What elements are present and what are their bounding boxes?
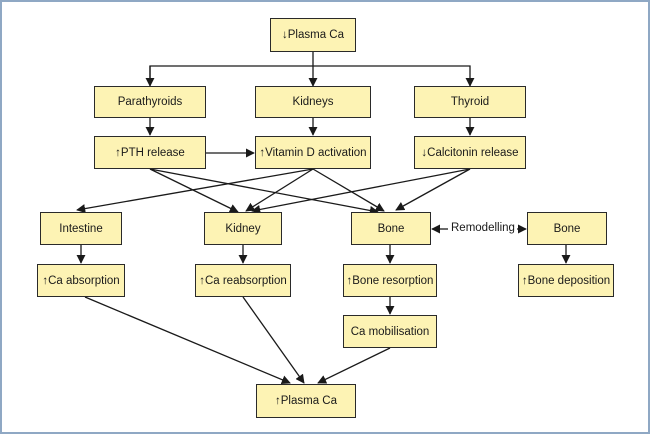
node-kidneys: Kidneys: [255, 86, 371, 118]
node-vitamin-d-activation: ↑Vitamin D activation: [255, 136, 371, 169]
arrow-branch-to-parathyroids: [149, 65, 475, 87]
node-bone-deposition: ↑Bone deposition: [518, 264, 614, 297]
arrow-absorption-to-plasma: [84, 296, 291, 385]
arrow-calcitonin-to-bone: [395, 168, 471, 211]
node-ca-reabsorption: ↑Ca reabsorption: [195, 264, 291, 297]
node-plasma-ca-decrease: ↓Plasma Ca: [270, 18, 356, 52]
arrow-calcitonin-to-kidney: [251, 168, 471, 214]
arrow-pth-to-bone: [149, 168, 379, 215]
node-ca-mobilisation: Ca mobilisation: [343, 315, 437, 348]
arrow-vitd-to-intestine: [76, 168, 314, 214]
node-kidney: Kidney: [204, 212, 282, 245]
node-bone-right: Bone: [527, 212, 607, 245]
node-ca-absorption: ↑Ca absorption: [37, 264, 125, 297]
node-pth-release: ↑PTH release: [94, 136, 206, 169]
arrow-reabsorption-to-plasma: [242, 296, 305, 384]
arrow-vitd-to-bone: [312, 168, 385, 212]
node-plasma-ca-increase: ↑Plasma Ca: [256, 384, 356, 418]
arrow-mobilisation-to-plasma: [317, 347, 391, 384]
remodelling-label: Remodelling: [449, 222, 517, 234]
arrow-vitd-to-kidney: [245, 168, 314, 212]
arrow-pth-to-kidney: [149, 168, 239, 213]
node-bone: Bone: [351, 212, 431, 245]
node-bone-resorption: ↑Bone resorption: [343, 264, 437, 297]
node-intestine: Intestine: [40, 212, 122, 245]
node-parathyroids: Parathyroids: [94, 86, 206, 118]
node-thyroid: Thyroid: [414, 86, 526, 118]
node-calcitonin-release: ↓Calcitonin release: [414, 136, 526, 169]
